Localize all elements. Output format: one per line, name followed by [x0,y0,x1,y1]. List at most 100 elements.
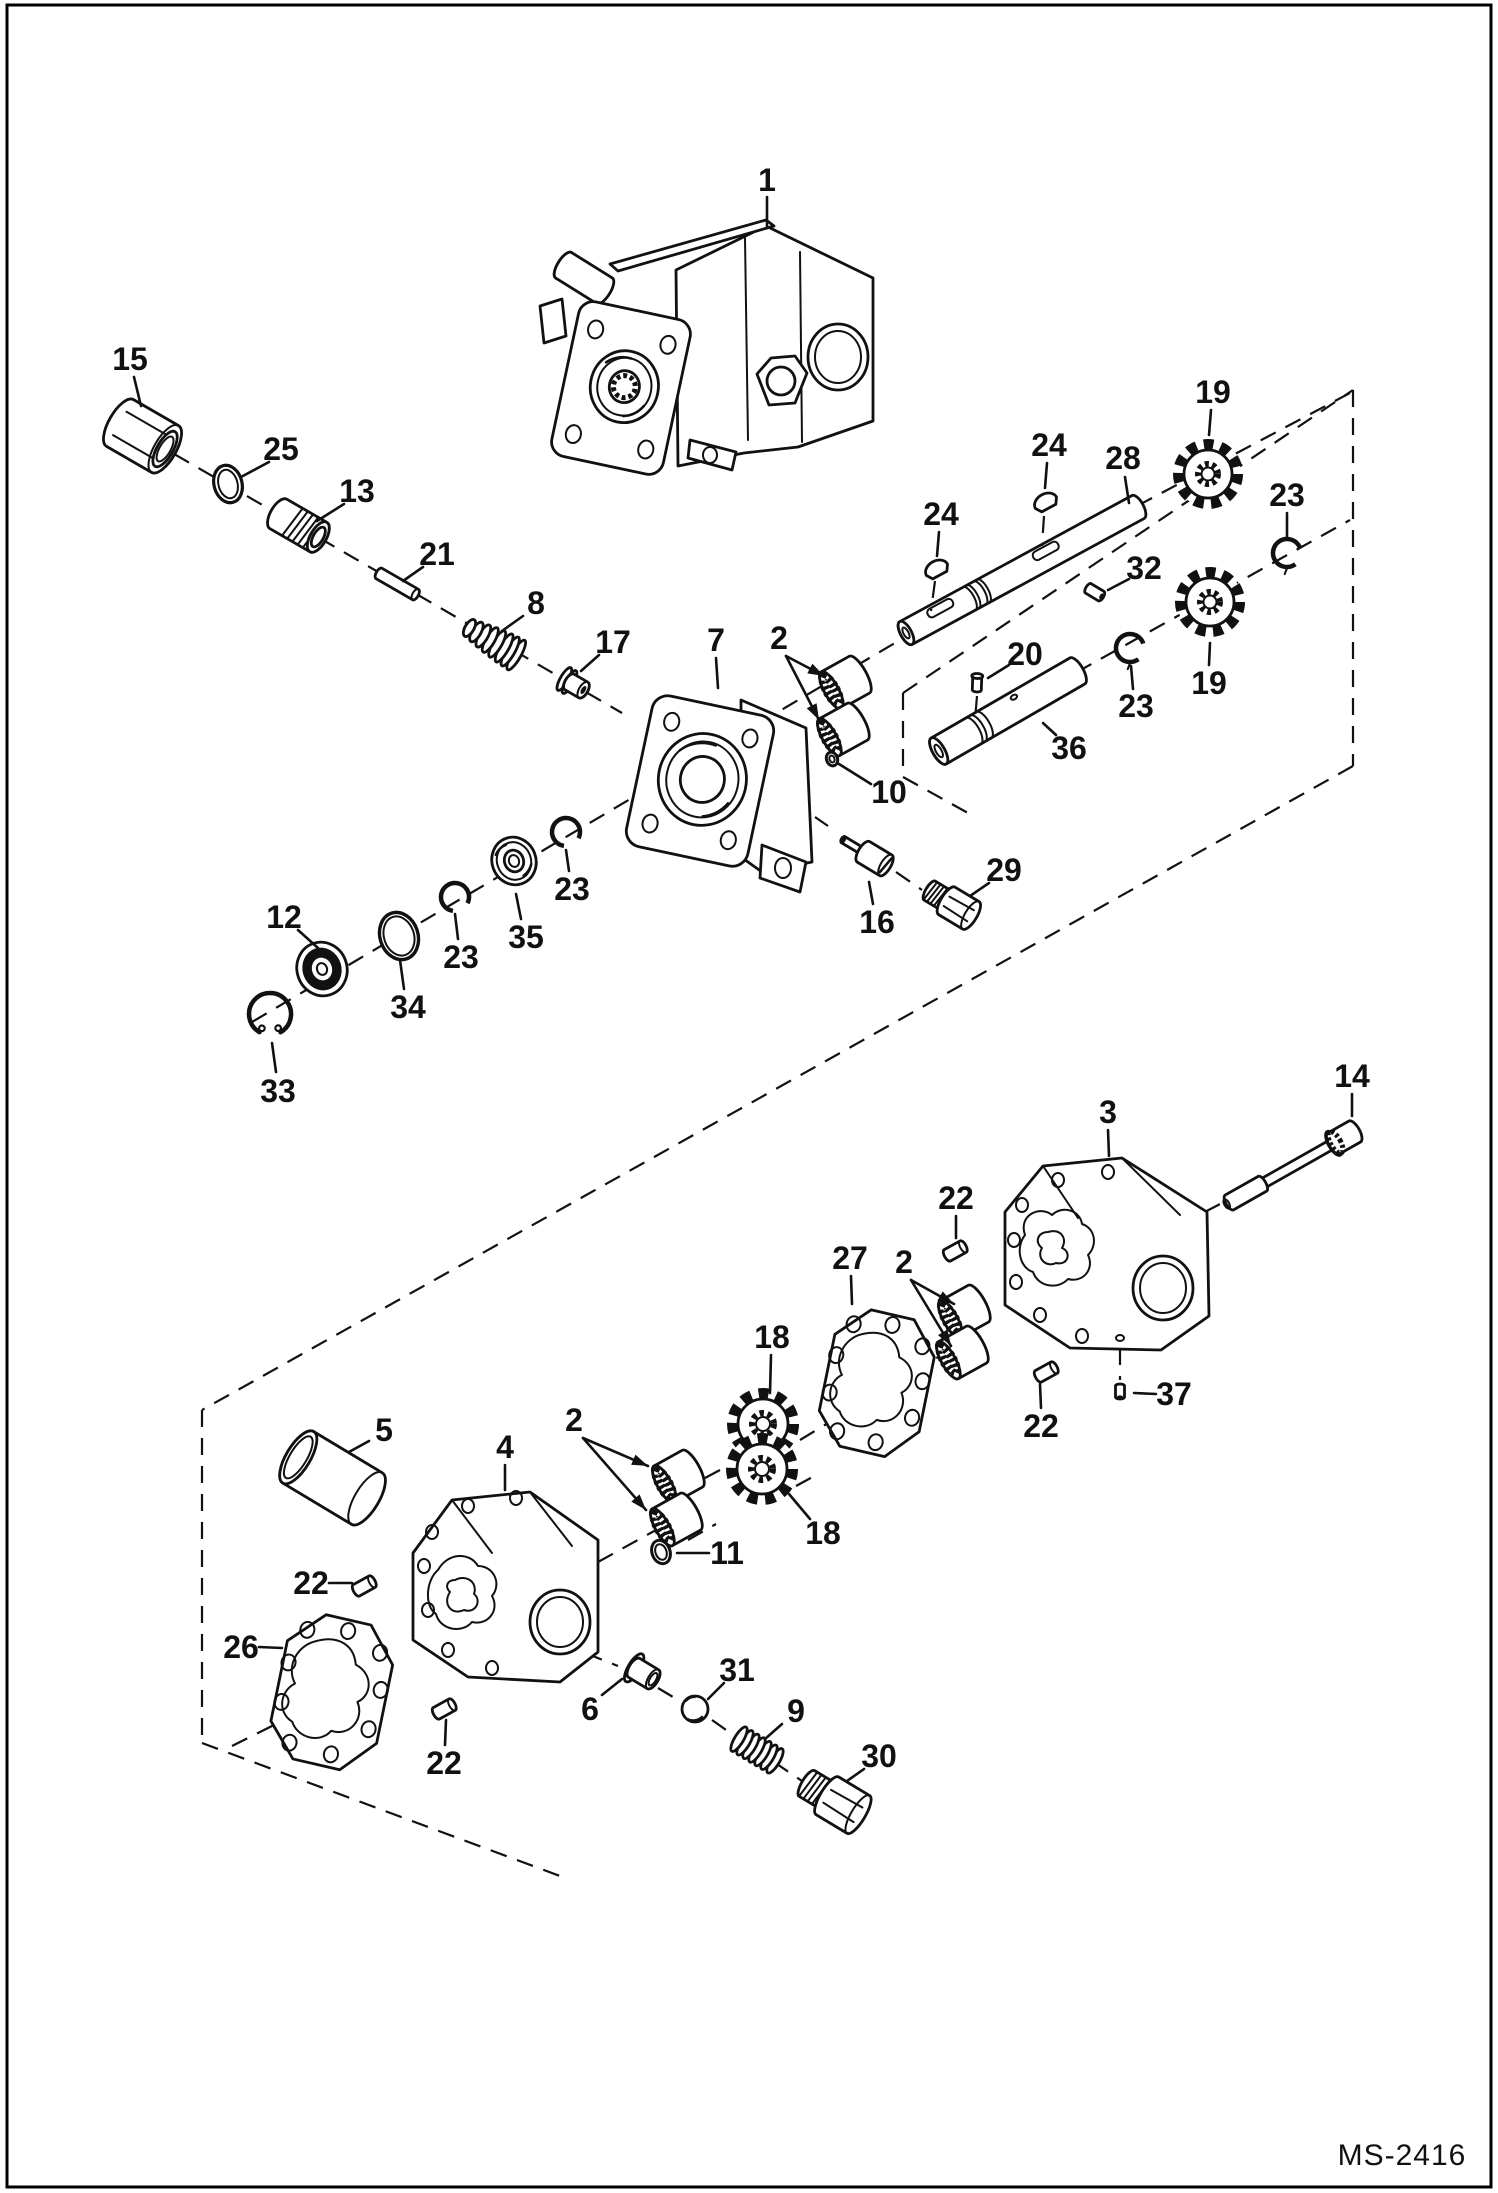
part-label-24-13: 24 [1031,427,1067,490]
part-label-19-15: 19 [1195,374,1231,437]
part-15-hex-cap-plug [102,397,183,475]
svg-text:27: 27 [832,1240,868,1276]
part-22-dowel-pin-d [430,1697,458,1721]
svg-text:21: 21 [419,536,455,572]
svg-text:20: 20 [1007,636,1043,672]
svg-text:10: 10 [871,774,907,810]
page-border [5,3,1493,2189]
part-label-14-28: 14 [1334,1058,1370,1118]
svg-text:35: 35 [508,919,544,955]
svg-text:22: 22 [1023,1408,1059,1444]
part-27-gasket [817,1308,936,1459]
part-label-35-26: 35 [508,892,544,955]
part-36-idler-shaft [928,656,1088,766]
part-24-woodruff-key-b [1033,491,1058,514]
dashed-alignment-links [929,515,1122,1380]
part-label-22-30: 22 [938,1180,974,1240]
part-label-3-29: 3 [1099,1094,1117,1158]
svg-text:18: 18 [805,1515,841,1551]
part-label-23-27: 23 [554,848,590,907]
part-16-adjusting-screw [839,835,895,878]
part-19-gear-b [1175,567,1245,637]
part-label-20-18: 20 [986,636,1043,680]
part-label-9-46: 9 [763,1693,805,1741]
svg-text:28: 28 [1105,440,1141,476]
part-label-5-39: 5 [347,1412,393,1454]
svg-text:25: 25 [263,431,299,467]
part-17-valve-poppet [555,666,591,700]
part-22-dowel-pin-a [941,1239,969,1263]
part-7-front-plate [624,694,814,894]
svg-text:8: 8 [527,585,545,621]
part-label-2-8: 2 [770,620,826,722]
part-label-10-9: 10 [837,762,907,810]
part-23-snap-ring-a [438,880,472,914]
svg-text:24: 24 [923,496,959,532]
svg-text:36: 36 [1051,730,1087,766]
svg-text:23: 23 [1269,477,1305,513]
svg-text:19: 19 [1195,374,1231,410]
part-18-gear-b [726,1433,798,1505]
part-label-25-2: 25 [239,431,299,479]
part-3-rear-housing [1003,1156,1211,1352]
part-label-30-47: 30 [845,1738,897,1783]
part-label-7-7: 7 [707,622,725,690]
part-24-woodruff-key-a [924,558,949,581]
part-23-snap-ring-c [1113,631,1147,671]
svg-text:37: 37 [1156,1376,1192,1412]
part-label-11-37: 11 [675,1535,744,1571]
svg-text:9: 9 [787,1693,805,1729]
svg-text:19: 19 [1191,665,1227,701]
part-14-bolt [1222,1119,1364,1212]
svg-text:23: 23 [554,871,590,907]
svg-text:23: 23 [443,939,479,975]
svg-text:33: 33 [260,1073,296,1109]
part-label-22-34: 22 [1023,1382,1059,1444]
part-label-33-22: 33 [260,1041,296,1109]
part-label-36-21: 36 [1041,721,1087,766]
part-33-retaining-ring [246,990,294,1035]
svg-text:30: 30 [861,1738,897,1774]
part-label-34-24: 34 [390,958,426,1025]
svg-text:32: 32 [1126,550,1162,586]
svg-text:23: 23 [1118,688,1154,724]
part-label-37-33: 37 [1132,1376,1192,1412]
part-label-6-44: 6 [581,1677,624,1727]
part-4-center-housing [411,1490,600,1684]
svg-text:34: 34 [390,989,426,1025]
svg-text:6: 6 [581,1691,599,1727]
svg-text:14: 14 [1334,1058,1370,1094]
part-26-gasket [269,1613,395,1772]
part-label-22-41: 22 [293,1565,354,1601]
part-label-18-35: 18 [754,1319,790,1395]
svg-text:4: 4 [496,1429,514,1465]
dashed-boundary-box [200,389,1355,1878]
part-label-24-12: 24 [923,496,959,558]
svg-text:29: 29 [986,852,1022,888]
part-label-23-25: 23 [443,912,479,975]
part-6-seal [623,1652,662,1691]
part-23-snap-ring-b [549,815,583,849]
svg-text:24: 24 [1031,427,1067,463]
part-label-21-4: 21 [401,536,455,583]
part-label-2-31: 2 [895,1244,956,1348]
svg-text:3: 3 [1099,1094,1117,1130]
part-2-needle-bearing-c [649,1448,706,1548]
figure-code: MS-2416 [1338,2139,1467,2172]
part-8-relief-spring [461,618,527,672]
part-22-dowel-pin-c [350,1574,378,1598]
part-label-18-36: 18 [787,1492,841,1551]
part-label-32-17: 32 [1106,550,1162,592]
part-label-31-45: 31 [706,1652,755,1701]
svg-text:18: 18 [754,1319,790,1355]
part-30-hex-plug [796,1769,873,1835]
part-19-gear-a [1173,439,1243,509]
part-21-pin [373,566,421,602]
svg-text:22: 22 [938,1180,974,1216]
part-31-check-ball [680,1694,710,1724]
part-28-drive-shaft [896,493,1148,647]
svg-text:2: 2 [895,1244,913,1280]
svg-text:22: 22 [293,1565,329,1601]
part-25-seal-ring [212,463,244,505]
